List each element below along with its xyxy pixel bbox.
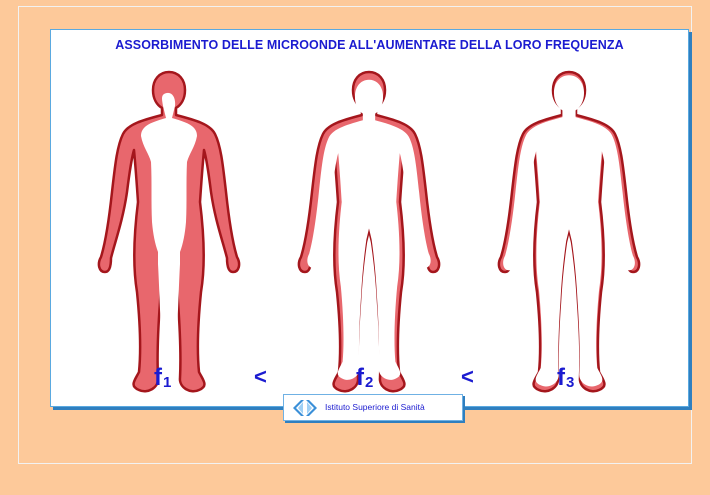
human-figure-f3 — [499, 72, 639, 391]
figures-svg — [51, 30, 690, 408]
frequency-label-f3: f3 — [557, 364, 574, 392]
human-figure-f1 — [99, 72, 239, 391]
iss-logo-icon — [290, 399, 320, 417]
diagram-panel: ASSORBIMENTO DELLE MICROONDE ALL'AUMENTA… — [50, 29, 689, 407]
comparator-less-than-1: < — [254, 364, 267, 390]
frequency-label-f1: f1 — [154, 364, 171, 392]
iss-logo-badge: Istituto Superiore di Sanità — [283, 394, 463, 421]
logo-text: Istituto Superiore di Sanità — [325, 402, 425, 412]
human-figure-f2 — [299, 72, 439, 391]
frequency-label-f2: f2 — [356, 364, 373, 392]
comparator-less-than-2: < — [461, 364, 474, 390]
